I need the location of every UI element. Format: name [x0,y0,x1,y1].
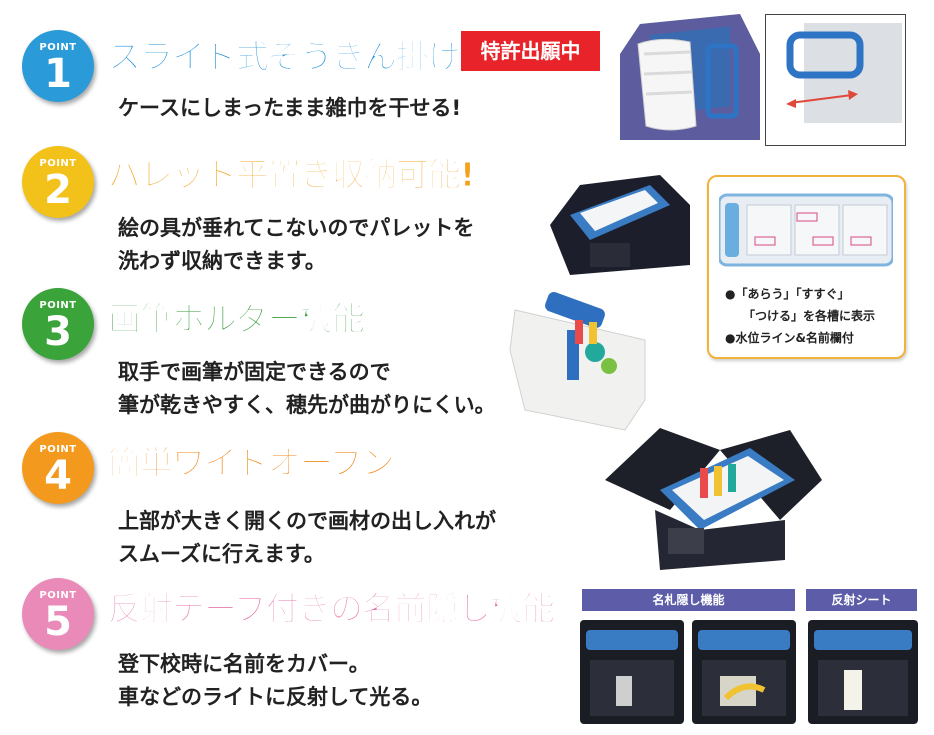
name-hide-strip: 名札隠し機能 [582,589,795,611]
palette-tray-illustration [719,193,893,267]
text-line: 取手で画筆が固定できるので [118,360,391,384]
point-2-title: パレット平置き収納可能! [107,155,475,195]
point-label: POINT [39,444,77,455]
slide-rack-photo [765,14,906,146]
palette-note-box: ●「あらう」「すすぐ」 「つける」を各槽に表示 ●水位ライン&名前欄付 [707,175,906,359]
point-3-badge: POINT 3 [22,288,94,360]
wide-open-bag-photo [605,428,822,570]
point-4-badge: POINT 4 [22,432,94,504]
text-line: 洗わず収納できます。 [118,249,326,273]
text-line: ケースにしまったまま雑巾を干せる! [118,96,462,120]
palette-note-1: ●「あらう」「すすぐ」 [725,287,850,301]
text-line: 上部が大きく開くので画材の出し入れが [118,509,496,533]
palette-bag-photo [550,175,690,275]
point-number: 4 [44,453,72,499]
text-line: 絵の具が垂れてこないのでパレットを [118,216,475,240]
text-line: 車などのライトに反射して光る。 [118,685,433,709]
point-4-text: 上部が大きく開くので画材の出し入れが スムーズに行えます。 [118,505,496,571]
point-1-title: スライド式ぞうきん掛け [108,37,462,77]
point-number: 2 [44,167,72,213]
point-number: 1 [44,51,72,97]
point-3-text: 取手で画筆が固定できるので 筆が乾きやすく、穂先が曲がりにくい。 [118,356,496,422]
palette-note-2: 「つける」を各槽に表示 [743,309,876,323]
text-line: 筆が乾きやすく、穂先が曲がりにくい。 [118,393,496,417]
name-tag-closed-photo [580,620,684,724]
name-tag-open-photo [692,620,796,724]
brush-holder-photo [509,292,646,431]
point-number: 3 [44,309,72,355]
point-5-text: 登下校時に名前をカバー。 車などのライトに反射して光る。 [118,648,432,714]
point-2-badge: POINT 2 [22,146,94,218]
point-label: POINT [39,158,77,169]
text-line: 登下校時に名前をカバー。 [118,652,370,676]
text-line: スムーズに行えます。 [118,542,325,566]
point-number: 5 [44,599,72,645]
point-1-badge: POINT 1 [22,30,94,102]
point-label: POINT [39,590,77,601]
point-5-title: 反射テープ付きの名前隠し機能 [107,589,555,629]
reflect-strip: 反射シート [806,589,917,611]
reflective-sheet-photo [808,620,918,724]
point-label: POINT [39,42,77,53]
point-5-badge: POINT 5 [22,578,94,650]
point-3-title: 画筆ホルダー機能 [108,299,366,339]
palette-note-3: ●水位ライン&名前欄付 [725,331,854,345]
point-1-text: ケースにしまったまま雑巾を干せる! [118,92,461,125]
point-label: POINT [39,300,77,311]
towel-slide-photo [620,14,760,140]
patent-pending-badge: 特許出願中 [461,31,600,71]
point-4-title: 簡単ワイドオープン [107,443,395,483]
point-2-text: 絵の具が垂れてこないのでパレットを 洗わず収納できます。 [118,212,474,278]
